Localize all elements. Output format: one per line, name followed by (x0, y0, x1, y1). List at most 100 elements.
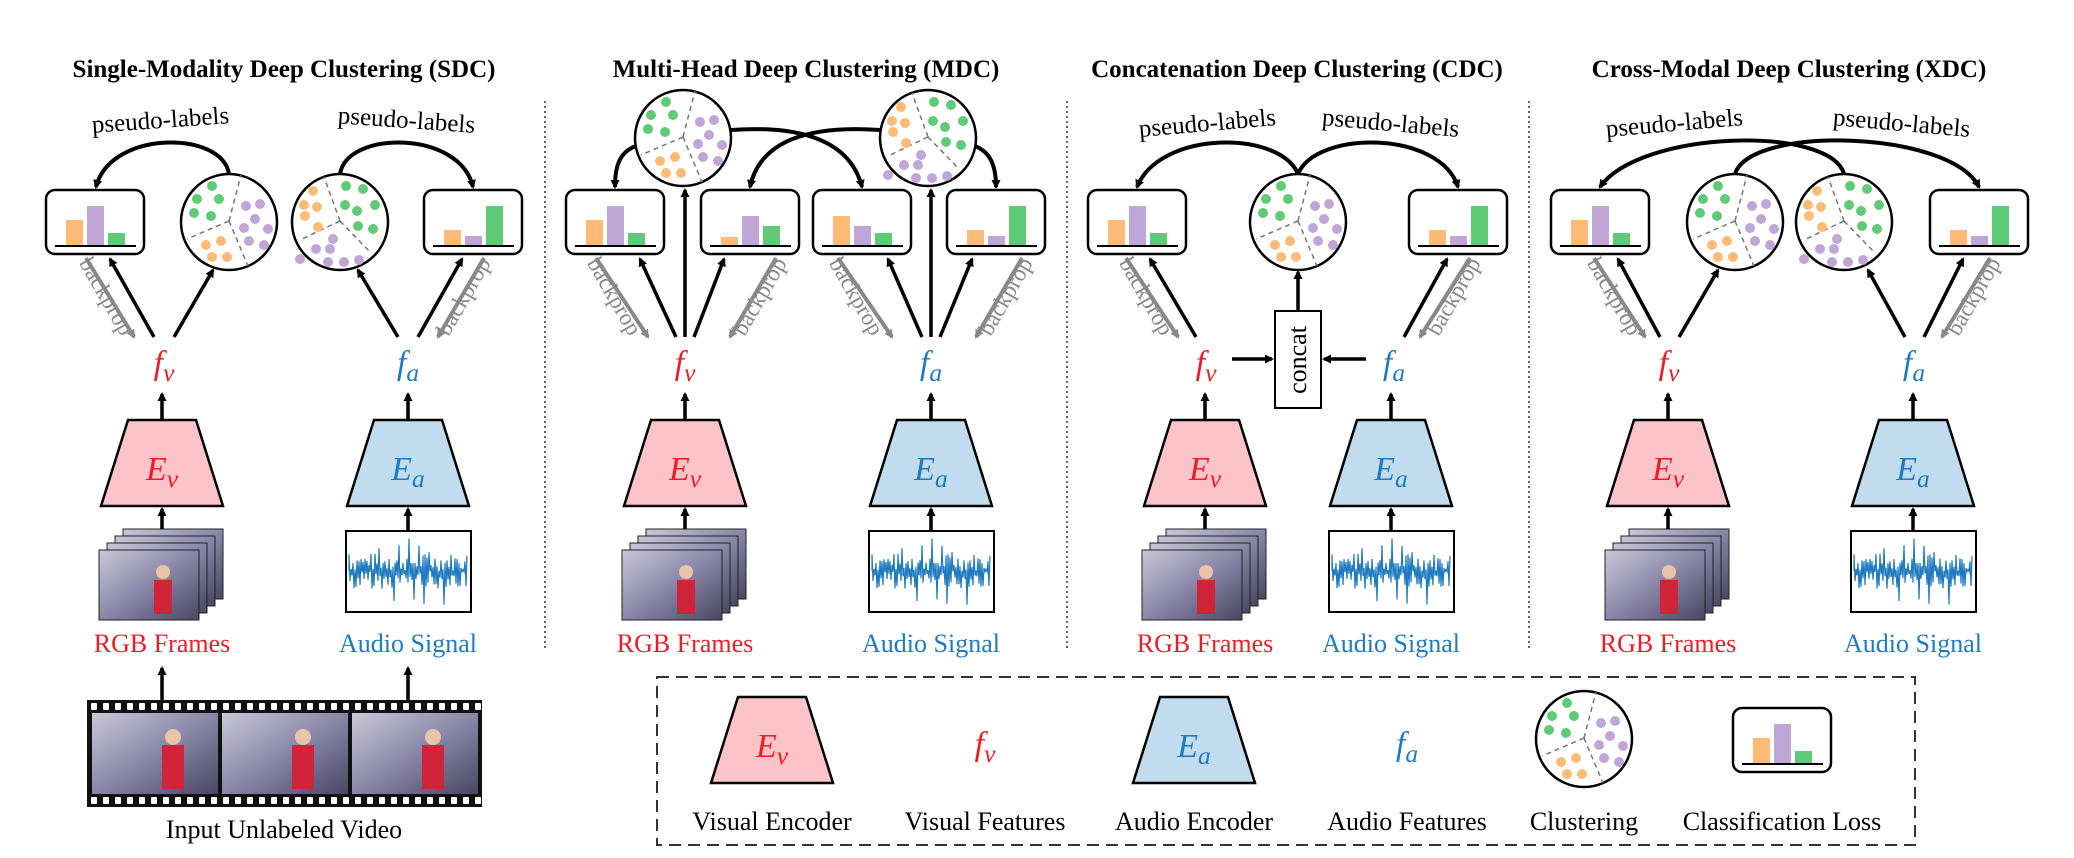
sprocket-hole (439, 703, 445, 710)
visual-encoder-symbol-subscript: v (167, 464, 179, 493)
sprocket-hole (103, 797, 109, 804)
sprocket-hole (367, 797, 373, 804)
cluster-point (887, 116, 897, 126)
violinist-figure (1197, 580, 1215, 614)
backprop-label: backprop (582, 253, 646, 340)
bar (607, 206, 624, 246)
cluster-point (946, 100, 956, 110)
classification-loss-box (945, 188, 1047, 256)
cluster-point (295, 254, 305, 264)
cluster-point (1747, 201, 1757, 211)
sprocket-hole (403, 797, 409, 804)
audio-encoder-symbol-main: E (913, 451, 935, 488)
legend-frame (656, 676, 1916, 846)
cluster-point (325, 244, 335, 254)
cluster-point (1756, 214, 1766, 224)
legend-label-classification-loss: Classification Loss (1683, 807, 1882, 836)
arrow (1922, 257, 1965, 338)
clustering-circle (1794, 172, 1894, 272)
violinist-figure (292, 745, 314, 789)
cluster-point (883, 170, 893, 180)
cluster-point (1571, 753, 1581, 763)
bar (854, 226, 871, 246)
visual-encoder (1605, 418, 1731, 508)
bar (1450, 236, 1467, 246)
bar (1108, 220, 1125, 246)
panel-title-xdc: Cross-Modal Deep Clustering (XDC) (1592, 56, 1987, 83)
sprocket-hole (151, 797, 157, 804)
cluster-point (255, 199, 265, 209)
cluster-point (1856, 206, 1866, 216)
bar (586, 220, 603, 246)
bar (1429, 230, 1446, 246)
cluster-point (668, 110, 678, 120)
cluster-point (1845, 181, 1855, 191)
sprocket-hole (415, 703, 421, 710)
legend-classification-loss-box (1731, 706, 1833, 774)
sprocket-hole (463, 797, 469, 804)
cluster-point (201, 240, 211, 250)
visual-encoder-symbol-main: E (1188, 451, 1210, 488)
clustering-circle (1685, 172, 1785, 272)
cluster-boundary (927, 136, 960, 170)
cluster-point (713, 156, 723, 166)
cluster-point (206, 211, 216, 221)
visual-features-subscript: v (163, 358, 175, 387)
cluster-boundary (228, 220, 249, 267)
sprocket-hole (139, 703, 145, 710)
bar (1150, 233, 1167, 246)
bar (833, 216, 850, 246)
audio-waveform (345, 530, 472, 613)
pseudo-labels-label: pseudo-labels (1605, 104, 1744, 143)
cluster-point (354, 255, 364, 265)
cluster-point (328, 234, 338, 244)
cluster-point (1750, 236, 1760, 246)
cluster-point (353, 221, 363, 231)
input-video-filmstrip (87, 700, 482, 807)
cluster-point (717, 140, 727, 150)
cluster-boundary (1734, 220, 1755, 267)
violinist-head (679, 565, 693, 579)
backprop-arrow (974, 256, 1024, 339)
backprop-arrow (1124, 256, 1180, 339)
rgb-frames-label: RGB Frames (1137, 629, 1274, 658)
cluster-point (928, 116, 938, 126)
sprocket-hole (427, 797, 433, 804)
pseudo-label-arrow (1135, 140, 1300, 189)
visual-encoder (1142, 418, 1268, 508)
arrow (1866, 268, 1907, 338)
audio-encoder (1850, 418, 1976, 508)
sprocket-hole (127, 797, 133, 804)
input-video-label: Input Unlabeled Video (166, 815, 402, 844)
visual-encoder-symbol-main: E (145, 451, 167, 488)
legend-visual-encoder (709, 695, 835, 785)
cluster-point (1577, 769, 1587, 779)
classification-loss-box (811, 188, 913, 256)
sprocket-hole (379, 797, 385, 804)
sprocket-hole (259, 797, 265, 804)
sprocket-hole (271, 703, 277, 710)
cluster-point (1761, 199, 1771, 209)
video-frame (621, 549, 723, 621)
audio-signal-label: Audio Signal (862, 629, 1000, 658)
sprocket-hole (295, 703, 301, 710)
audio-waveform (868, 530, 995, 613)
video-frame (1604, 549, 1706, 621)
rgb-frames-stack (1604, 528, 1730, 621)
sprocket-hole (247, 797, 253, 804)
visual-features-subscript: v (1668, 358, 1680, 387)
cluster-point (368, 224, 378, 234)
sprocket-hole (475, 797, 481, 804)
legend (656, 676, 1916, 846)
video-frame (98, 549, 200, 621)
legend-label-clustering: Clustering (1530, 807, 1638, 836)
cluster-point (311, 244, 321, 254)
visual-encoder-symbol-main: E (1651, 451, 1673, 488)
sprocket-hole (319, 797, 325, 804)
legend-label-visual-encoder: Visual Encoder (692, 807, 852, 836)
arrow (638, 257, 678, 338)
sprocket-hole (163, 703, 169, 710)
cluster-point (1844, 200, 1854, 210)
cluster-point (300, 211, 310, 221)
cluster-point (370, 200, 380, 210)
